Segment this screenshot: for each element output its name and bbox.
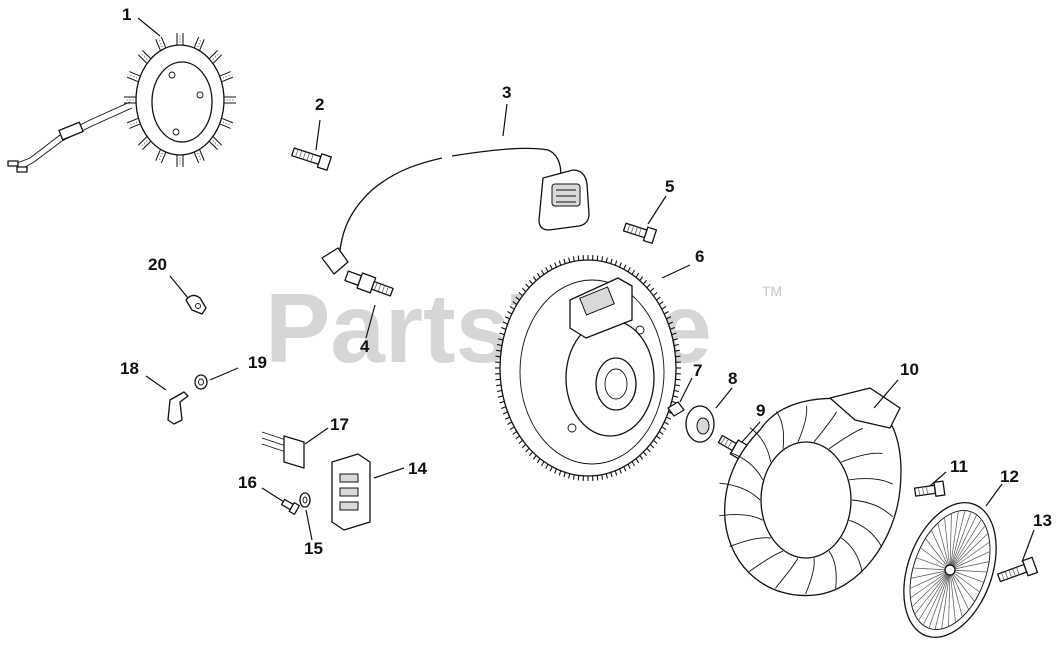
- part-bolt-9[interactable]: [716, 432, 750, 461]
- part-fan[interactable]: [719, 387, 902, 597]
- callout-12: 12: [1000, 467, 1019, 486]
- watermark-trademark: TM: [762, 283, 782, 299]
- callout-2: 2: [315, 95, 324, 114]
- callout-15: 15: [304, 539, 323, 558]
- part-flywheel[interactable]: [495, 255, 681, 481]
- part-key[interactable]: [667, 401, 685, 417]
- part-clip[interactable]: [185, 294, 207, 315]
- part-bolt-2[interactable]: [291, 145, 332, 171]
- part-washer-19[interactable]: [194, 374, 208, 390]
- part-bolt-5[interactable]: [622, 220, 658, 244]
- callout-9: 9: [756, 401, 765, 420]
- part-bolt-13[interactable]: [996, 556, 1039, 585]
- callout-11: 11: [950, 457, 968, 476]
- part-rectifier[interactable]: [331, 453, 371, 531]
- callout-19: 19: [248, 353, 267, 372]
- callout-1: 1: [122, 5, 131, 24]
- callout-3: 3: [502, 83, 511, 102]
- callout-10: 10: [900, 360, 919, 379]
- callout-14: 14: [408, 459, 427, 478]
- part-screen[interactable]: [887, 490, 1014, 647]
- callout-5: 5: [665, 177, 674, 196]
- part-washer-15[interactable]: [299, 492, 311, 508]
- callout-18: 18: [120, 359, 139, 378]
- part-bolt-11[interactable]: [913, 480, 946, 499]
- callout-labels: 1 2 3 4 5 6 7 8 9 10 11 12 13 14 15 16 1…: [120, 5, 1052, 558]
- callout-17: 17: [330, 415, 349, 434]
- callout-16: 16: [238, 473, 257, 492]
- callout-6: 6: [695, 247, 704, 266]
- part-bracket[interactable]: [167, 391, 189, 425]
- part-ignition-module[interactable]: [321, 147, 590, 275]
- part-spark-plug[interactable]: [344, 268, 395, 299]
- callout-7: 7: [693, 361, 702, 380]
- leader-lines: [137, 17, 1035, 563]
- callout-20: 20: [148, 255, 167, 274]
- part-screw-16[interactable]: [280, 498, 301, 515]
- part-stator[interactable]: [7, 33, 236, 173]
- callout-13: 13: [1033, 511, 1052, 530]
- part-connector[interactable]: [261, 431, 305, 469]
- part-washer-8[interactable]: [685, 405, 715, 443]
- callout-8: 8: [728, 369, 737, 388]
- callout-4: 4: [360, 337, 370, 356]
